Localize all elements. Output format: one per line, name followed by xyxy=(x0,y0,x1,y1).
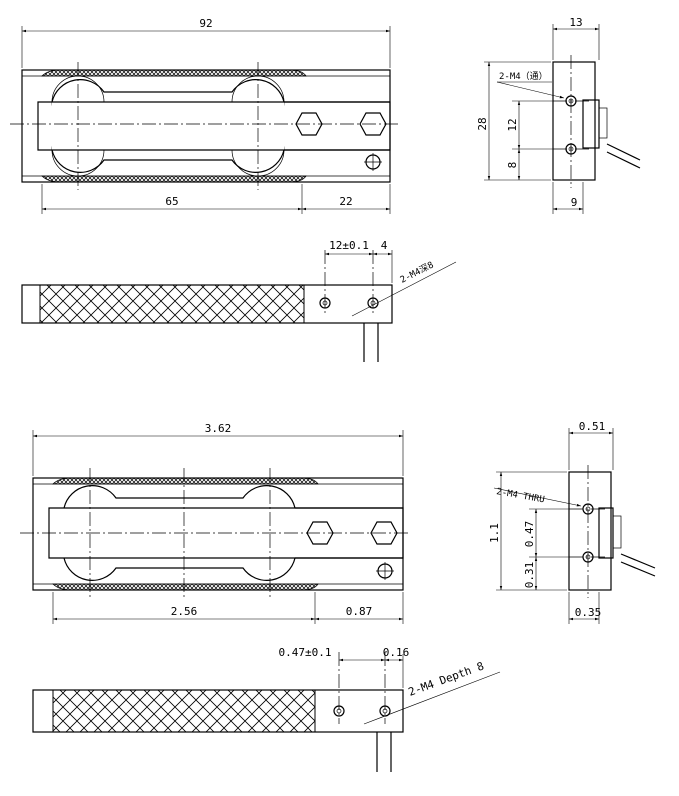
dim-hole-spacing-imperial: 0.47 xyxy=(523,521,536,548)
dim-depth-imperial: 0.51 xyxy=(579,420,606,433)
imperial-side-view: 0.47±0.1 0.16 2-M4 Depth 8 xyxy=(32,646,501,772)
imperial-end-view: 0.51 1.1 0.47 0.31 0.35 2-M4 THRU xyxy=(488,420,656,624)
thread-note-top-imperial: 2-M4 THRU xyxy=(495,487,545,505)
metric-side-view: 12±0.1 4 2-M4深8 xyxy=(21,239,457,362)
dim-base-depth-imperial: 0.35 xyxy=(575,606,602,619)
dim-hole-offset-imperial: 0.31 xyxy=(523,562,536,589)
metric-end-view: 13 28 12 8 9 2-M4（通） xyxy=(476,16,641,214)
bottom-knurl-pad xyxy=(41,175,307,183)
dim-hole-spacing: 12 xyxy=(506,118,519,131)
thread-note-side: 2-M4深8 xyxy=(398,259,435,285)
dim-base-length-imperial: 2.56 xyxy=(171,605,198,618)
imperial-front-view: 3.62 2.56 0.87 xyxy=(20,422,410,624)
thread-note-top: 2-M4（通） xyxy=(499,71,548,82)
end-outline xyxy=(552,61,596,181)
dim-side-hole-spacing: 12±0.1 xyxy=(329,239,369,252)
cable-gland xyxy=(582,99,600,149)
side-knurl xyxy=(39,284,305,324)
dim-base-length: 65 xyxy=(165,195,178,208)
dim-side-hole-edge: 4 xyxy=(381,239,388,252)
dim-side-hole-spacing-imperial: 0.47±0.1 xyxy=(279,646,332,659)
dim-length: 92 xyxy=(199,17,212,30)
dim-mount-offset: 22 xyxy=(339,195,352,208)
dim-base-depth: 9 xyxy=(571,196,578,209)
dim-depth: 13 xyxy=(569,16,582,29)
metric-front-view: 92 65 22 xyxy=(10,17,398,214)
top-knurl-pad xyxy=(41,69,307,77)
dim-length-imperial: 3.62 xyxy=(205,422,232,435)
dim-mount-offset-imperial: 0.87 xyxy=(346,605,373,618)
dim-height-imperial: 1.1 xyxy=(488,523,501,543)
dim-hole-offset: 8 xyxy=(506,162,519,169)
dim-side-hole-edge-imperial: 0.16 xyxy=(383,646,410,659)
dim-height: 28 xyxy=(476,117,489,130)
